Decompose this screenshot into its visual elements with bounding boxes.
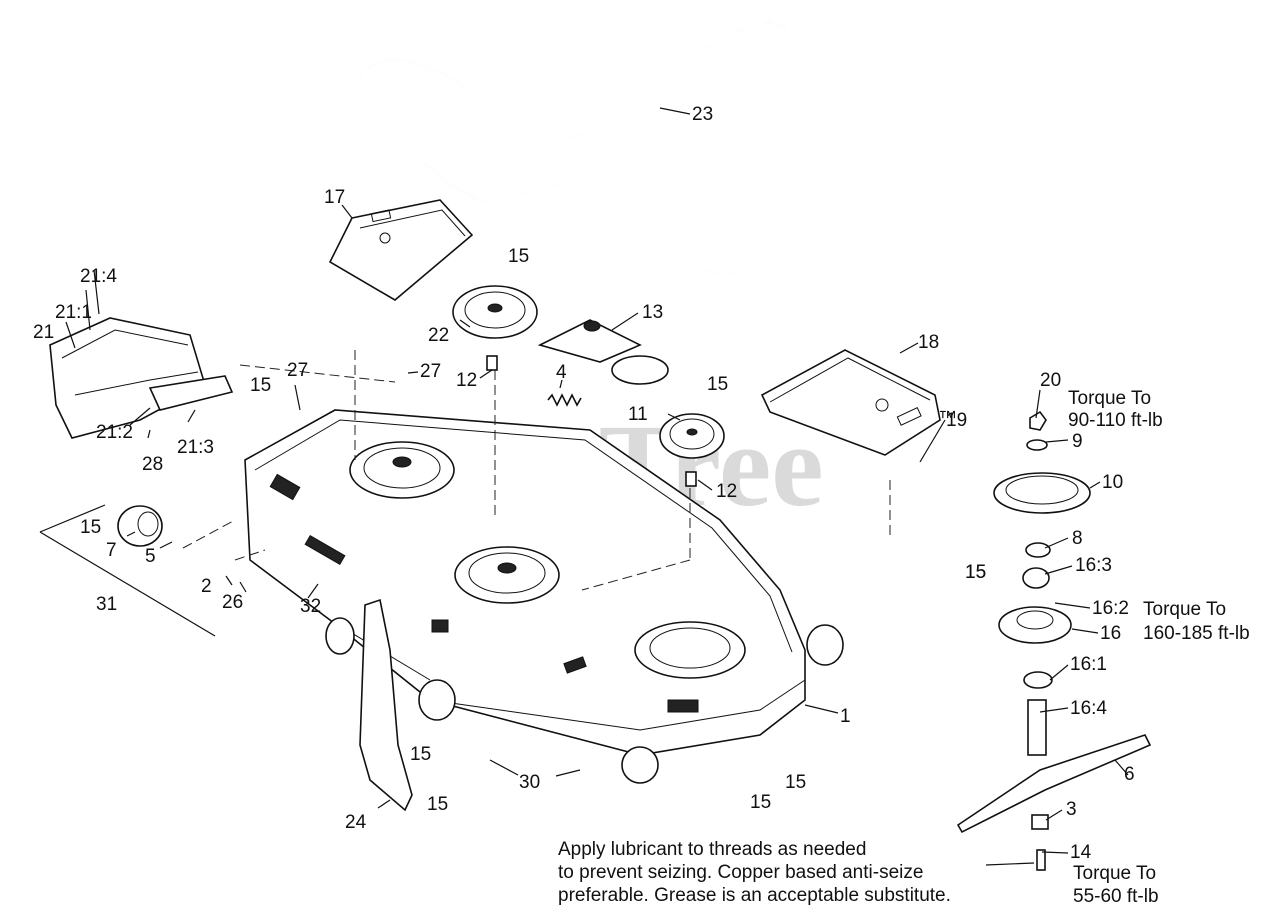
svg-text:Torque To: Torque To	[1143, 599, 1226, 620]
idler-arm	[537, 319, 669, 385]
callout-16-3: 16:3	[1075, 555, 1112, 576]
callout-4: 4	[556, 362, 567, 383]
mower-deck	[244, 409, 844, 784]
callout-21: 21	[33, 322, 54, 343]
callout-30: 30	[519, 772, 540, 793]
callout-3: 3	[1066, 799, 1077, 820]
callout-15a: 15	[508, 246, 529, 267]
alignment-lines	[182, 350, 891, 591]
callout-16-1: 16:1	[1070, 654, 1107, 675]
callout-27a: 27	[420, 361, 441, 382]
caster-wheel	[117, 505, 163, 547]
callout-13: 13	[642, 302, 663, 323]
pulley-22	[452, 285, 538, 339]
callout-labels: 1 2 3 4 5 6 7 8 9 10 11 12 12 13 14 15 1…	[33, 104, 1135, 863]
svg-text:to prevent seizing. Copper bas: to prevent seizing. Copper based anti-se…	[558, 862, 923, 883]
spacer-12a	[486, 355, 498, 371]
callout-22: 22	[428, 325, 449, 346]
callout-1: 1	[840, 706, 851, 727]
callout-11: 11	[628, 404, 648, 425]
callout-21-2: 21:2	[96, 422, 133, 443]
leader-lines	[39, 107, 1129, 866]
callout-31: 31	[96, 594, 117, 615]
callout-8: 8	[1072, 528, 1083, 549]
callout-2: 2	[201, 576, 212, 597]
callout-20: 20	[1040, 370, 1061, 391]
discharge-chute	[49, 317, 234, 439]
callout-15j: 15	[965, 562, 986, 583]
callout-15d: 15	[80, 517, 101, 538]
callout-24: 24	[345, 812, 367, 833]
callout-15g: 15	[427, 794, 448, 815]
callout-15c: 15	[250, 375, 271, 396]
svg-text:55-60 ft-lb: 55-60 ft-lb	[1073, 886, 1159, 907]
callout-9: 9	[1072, 431, 1083, 452]
callout-27b: 27	[287, 360, 308, 381]
callout-7: 7	[106, 540, 117, 561]
svg-text:90-110 ft-lb: 90-110 ft-lb	[1068, 410, 1163, 431]
torque-note-3: Torque To 55-60 ft-lb	[1073, 863, 1159, 907]
callout-6: 6	[1124, 764, 1135, 785]
callout-19: 19	[946, 410, 967, 431]
callout-21-4: 21:4	[80, 266, 117, 287]
callout-14: 14	[1070, 842, 1092, 863]
svg-text:Torque To: Torque To	[1073, 863, 1156, 884]
spring	[547, 393, 582, 407]
callout-18: 18	[918, 332, 939, 353]
belt	[357, 21, 792, 276]
torque-note-2: Torque To 160-185 ft-lb	[1143, 599, 1250, 644]
lubricant-note: Apply lubricant to threads as needed to …	[558, 839, 951, 906]
callout-17: 17	[324, 187, 345, 208]
callout-15f: 15	[410, 744, 431, 765]
callout-16: 16	[1100, 623, 1121, 644]
callout-23: 23	[692, 104, 713, 125]
spacer-12b	[685, 471, 697, 487]
callout-15h: 15	[785, 772, 806, 793]
callout-15e: 15	[965, 562, 986, 583]
callout-21-1: 21:1	[55, 302, 92, 323]
svg-text:160-185 ft-lb: 160-185 ft-lb	[1143, 623, 1250, 644]
right-belt-cover	[760, 349, 941, 456]
callout-32: 32	[300, 596, 321, 617]
callout-12b: 12	[716, 481, 737, 502]
callout-12a: 12	[456, 370, 477, 391]
spindle-assembly	[956, 410, 1152, 871]
callout-16-4: 16:4	[1070, 698, 1107, 719]
callout-15i: 15	[750, 792, 771, 813]
pulley-11	[659, 413, 725, 459]
callout-10: 10	[1102, 472, 1123, 493]
callout-21-3: 21:3	[177, 437, 214, 458]
callout-15b: 15	[707, 374, 728, 395]
torque-note-1: Torque To 90-110 ft-lb	[1068, 388, 1163, 431]
svg-text:Torque To: Torque To	[1068, 388, 1151, 409]
svg-text:preferable. Grease is an accep: preferable. Grease is an acceptable subs…	[558, 885, 951, 906]
callout-28: 28	[142, 454, 163, 475]
callout-16-2: 16:2	[1092, 598, 1129, 619]
callout-5: 5	[145, 546, 156, 567]
callout-26: 26	[222, 592, 243, 613]
anti-scalp-bracket	[359, 598, 413, 812]
svg-text:Apply lubricant to threads as: Apply lubricant to threads as needed	[558, 839, 866, 860]
left-belt-cover	[328, 199, 474, 301]
